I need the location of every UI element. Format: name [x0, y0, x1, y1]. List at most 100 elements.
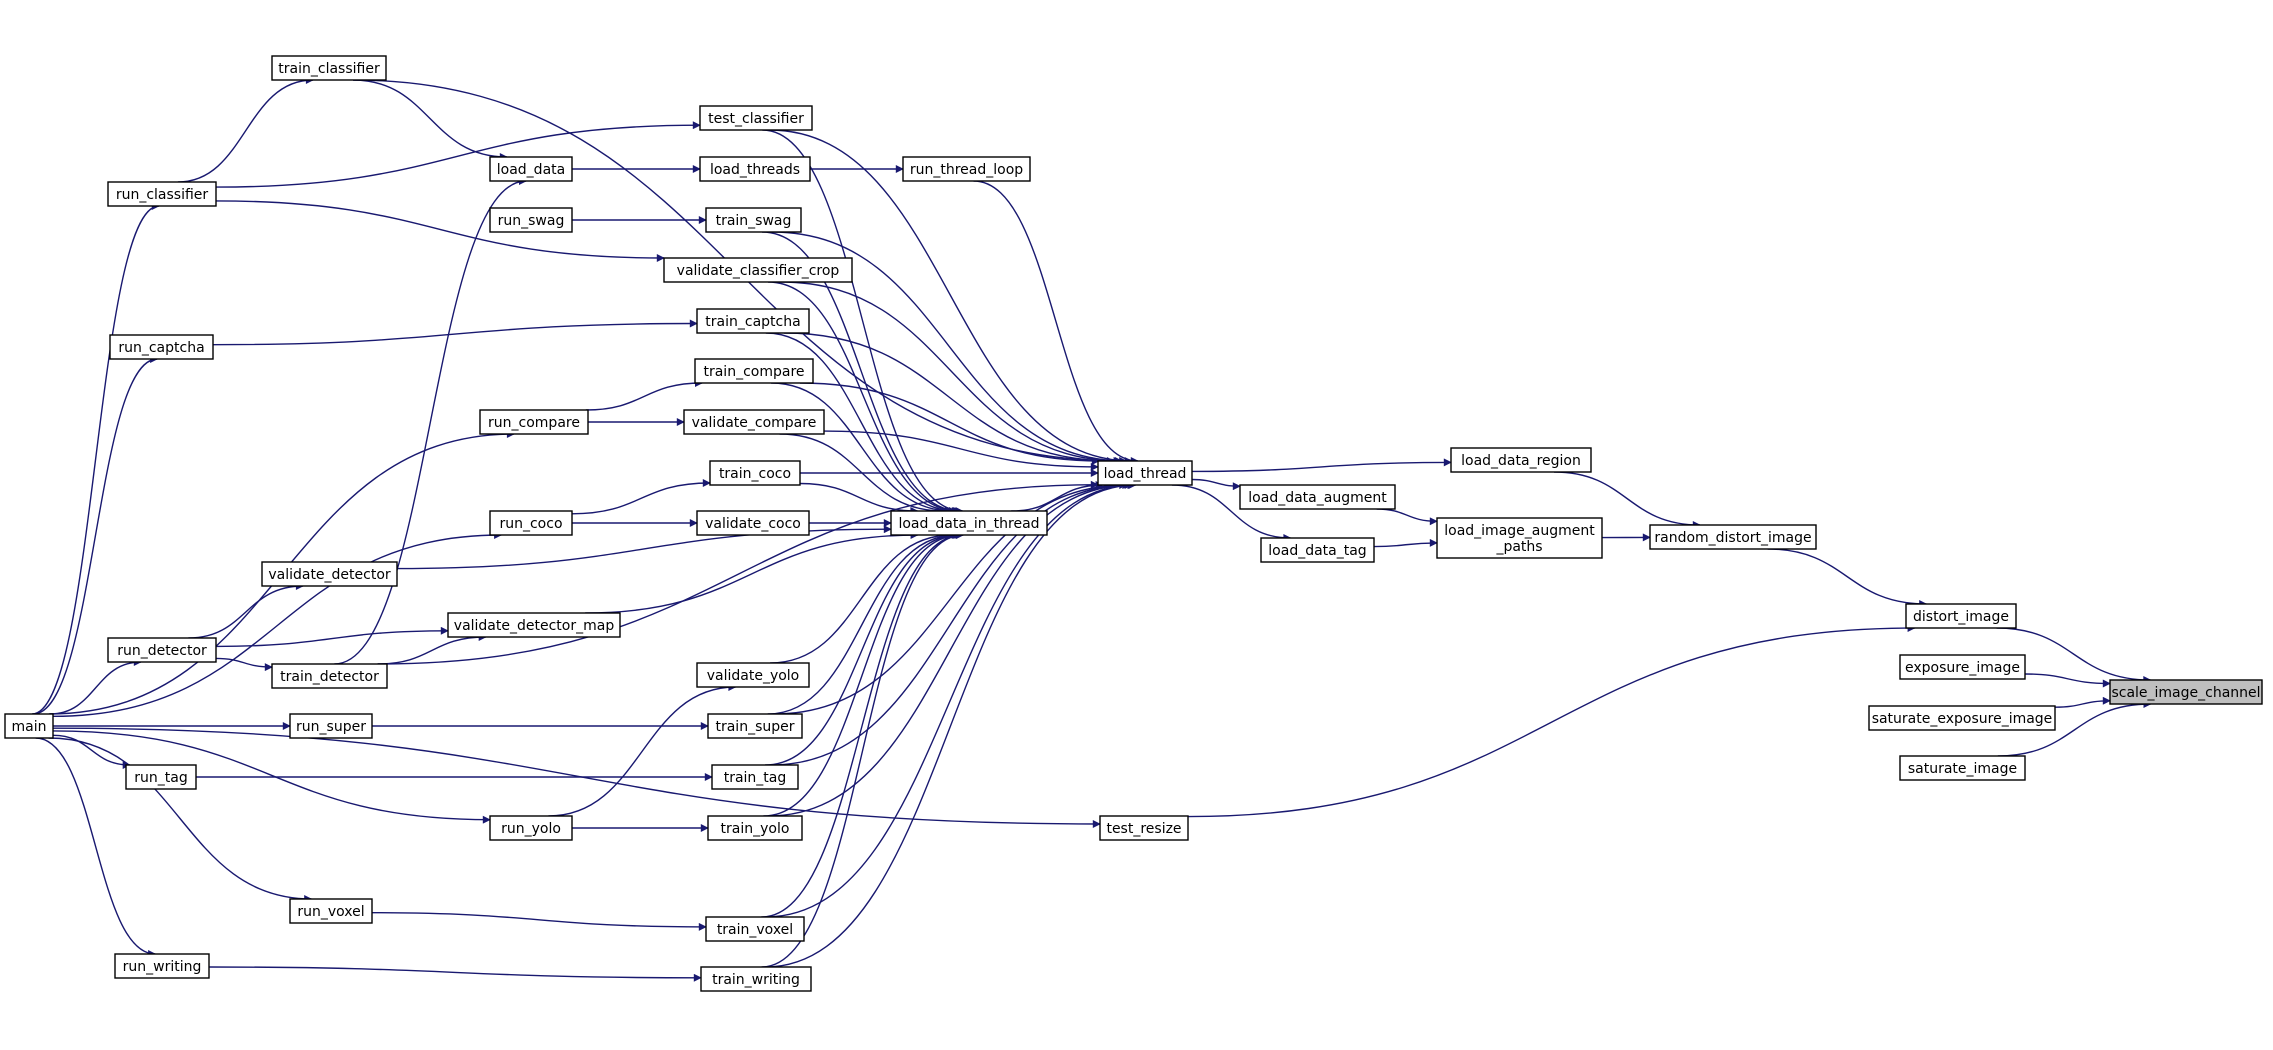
edge-line	[765, 481, 1136, 918]
node-run-classifier[interactable]: run_classifier	[107, 181, 217, 207]
node-label: train_classifier	[278, 61, 380, 77]
edge-train_yolo-to-load_thread	[768, 481, 1133, 817]
node-validate-detector[interactable]: validate_detector	[261, 561, 398, 587]
edge-saturate_image-to-scale_image_channel	[1997, 700, 2152, 757]
edge-run_classifier-to-test_classifier	[215, 121, 701, 188]
node-scale-image-channel[interactable]: scale_image_channel	[2109, 679, 2263, 705]
edge-line	[1187, 624, 1916, 818]
node-label: run_compare	[488, 415, 580, 431]
node-validate-compare[interactable]: validate_compare	[683, 409, 825, 435]
node-train-coco[interactable]: train_coco	[709, 460, 801, 486]
node-test-resize[interactable]: test_resize	[1099, 815, 1189, 841]
node-box	[109, 334, 214, 360]
node-label: random_distort_image	[1654, 530, 1811, 546]
node-run-coco[interactable]: run_coco	[489, 510, 573, 536]
node-box	[1239, 484, 1396, 510]
edge-load_data_region-to-random_distort_image	[1553, 471, 1701, 529]
node-saturate-exposure-image[interactable]: saturate_exposure_image	[1868, 705, 2056, 731]
node-run-detector[interactable]: run_detector	[107, 637, 217, 663]
edge-run_writing-to-train_writing	[208, 966, 702, 982]
node-random-distort-image[interactable]: random_distort_image	[1649, 524, 1817, 550]
node-train-detector[interactable]: train_detector	[271, 663, 388, 689]
node-validate-classifier-crop[interactable]: validate_classifier_crop	[663, 257, 853, 283]
edge-run_classifier-to-train_classifier	[177, 76, 314, 183]
node-saturate-image[interactable]: saturate_image	[1899, 755, 2026, 781]
node-label: exposure_image	[1905, 660, 2020, 676]
node-validate-yolo[interactable]: validate_yolo	[696, 662, 810, 688]
node-load-data-region[interactable]: load_data_region	[1450, 447, 1592, 473]
edge-train_writing-to-load_data_in_thread	[761, 531, 965, 968]
node-train-super[interactable]: train_super	[707, 713, 803, 739]
edge-validate_classifier_crop-to-load_data_in_thread	[767, 281, 960, 515]
node-load-data-in-thread[interactable]: load_data_in_thread	[890, 510, 1048, 536]
node-train-classifier[interactable]: train_classifier	[271, 55, 387, 81]
edge-line	[762, 129, 964, 515]
node-run-compare[interactable]: run_compare	[479, 409, 589, 435]
node-label: validate_classifier_crop	[677, 263, 840, 279]
node-run-writing[interactable]: run_writing	[114, 953, 210, 979]
edge-main-to-run_detector	[49, 658, 142, 715]
node-distort-image[interactable]: distort_image	[1905, 603, 2017, 629]
node-run-super[interactable]: run_super	[289, 713, 373, 739]
node-box	[289, 713, 373, 739]
node-load-data[interactable]: load_data	[489, 156, 573, 182]
node-label: train_captcha	[705, 314, 800, 330]
node-label: run_swag	[498, 213, 565, 229]
node-label: run_detector	[117, 643, 207, 659]
node-validate-detector-map[interactable]: validate_detector_map	[447, 612, 621, 638]
node-train-captcha[interactable]: train_captcha	[696, 308, 810, 334]
edge-line	[215, 200, 665, 262]
node-box	[694, 358, 814, 384]
edge-main-to-run_writing	[35, 737, 157, 958]
node-box	[1099, 815, 1189, 841]
node-exposure-image[interactable]: exposure_image	[1899, 654, 2026, 680]
node-train-yolo[interactable]: train_yolo	[707, 815, 803, 841]
node-load-data-tag[interactable]: load_data_tag	[1260, 537, 1375, 563]
edge-line	[761, 231, 962, 515]
edge-train_tag-to-load_data_in_thread	[765, 531, 960, 766]
node-label: main	[12, 719, 47, 735]
node-box	[489, 815, 573, 841]
node-label: train_voxel	[717, 922, 793, 938]
node-test-classifier[interactable]: test_classifier	[699, 105, 813, 131]
edge-test_classifier-to-load_thread	[769, 129, 1133, 465]
edge-line	[215, 121, 701, 188]
edge-line	[1767, 548, 1928, 608]
edge-line	[31, 202, 160, 715]
node-train-tag[interactable]: train_tag	[711, 764, 799, 790]
node-validate-coco[interactable]: validate_coco	[696, 510, 810, 536]
node-run-captcha[interactable]: run_captcha	[109, 334, 214, 360]
node-load-threads[interactable]: load_threads	[699, 156, 811, 182]
node-label: validate_yolo	[707, 668, 800, 684]
node-box	[696, 662, 810, 688]
edge-run_detector-to-train_detector	[215, 657, 273, 672]
node-label: train_writing	[712, 972, 800, 988]
node-label: run_yolo	[501, 821, 561, 837]
node-run-thread-loop[interactable]: run_thread_loop	[902, 156, 1031, 182]
node-train-writing[interactable]: train_writing	[700, 966, 812, 992]
edge-line	[761, 531, 965, 968]
node-load-data-augment[interactable]: load_data_augment	[1239, 484, 1396, 510]
node-label: run_super	[296, 719, 366, 735]
edge-load_data_in_thread-to-load_thread	[1011, 481, 1104, 512]
node-load-thread[interactable]: load_thread	[1097, 460, 1193, 486]
edge-load_data_augment-to-load_image_augment_paths	[1376, 508, 1438, 526]
edge-run_compare-to-train_compare	[585, 379, 703, 411]
edge-line	[823, 430, 1099, 471]
node-main[interactable]: main	[4, 713, 54, 739]
node-box	[707, 815, 803, 841]
node-box	[125, 764, 197, 790]
node-run-voxel[interactable]: run_voxel	[289, 898, 373, 924]
edge-load_thread-to-load_data_region	[1191, 458, 1452, 473]
node-box	[489, 510, 573, 536]
node-train-swag[interactable]: train_swag	[705, 207, 802, 233]
node-run-swag[interactable]: run_swag	[489, 207, 573, 233]
node-run-tag[interactable]: run_tag	[125, 764, 197, 790]
node-box	[705, 916, 805, 942]
node-run-yolo[interactable]: run_yolo	[489, 815, 573, 841]
node-load-image-augment-paths[interactable]: load_image_augment_paths	[1436, 517, 1603, 559]
edge-line	[973, 180, 1139, 465]
node-train-compare[interactable]: train_compare	[694, 358, 814, 384]
node-train-voxel[interactable]: train_voxel	[705, 916, 805, 942]
